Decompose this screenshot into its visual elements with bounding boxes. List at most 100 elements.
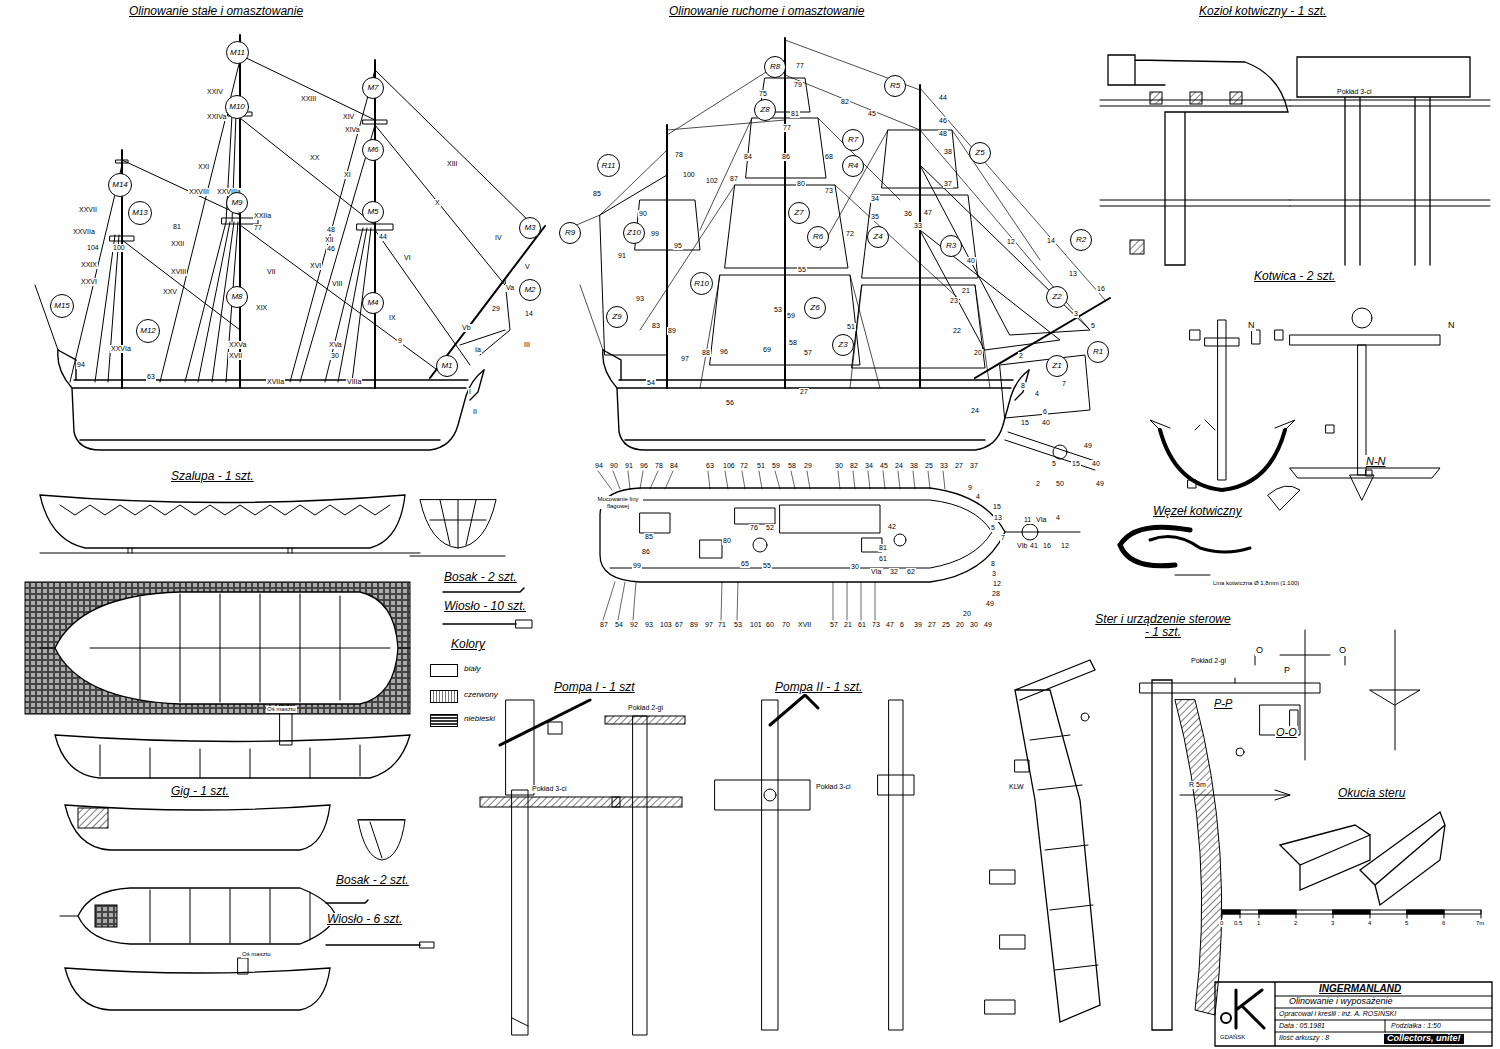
callout-label: 94 bbox=[594, 462, 604, 470]
callout-label: 82 bbox=[849, 462, 859, 470]
callout-label: XXVIII bbox=[188, 188, 210, 196]
section-heading: Gig - 1 szt. bbox=[170, 785, 230, 798]
section-heading: Bosak - 2 szt. bbox=[335, 874, 410, 887]
callout-label: 25 bbox=[924, 462, 934, 470]
callout-label: 97 bbox=[680, 355, 690, 363]
callout-circle: M4 bbox=[362, 292, 384, 314]
callout-label: Pokład 3-ci bbox=[531, 785, 568, 793]
callout-circle: M2 bbox=[519, 279, 541, 301]
callout-label: 0.5 bbox=[1233, 920, 1243, 927]
callout-label: VIIIa bbox=[346, 378, 362, 386]
callout-label: 40 bbox=[1041, 419, 1051, 427]
callout-label: Mocowanie liny flagowej bbox=[593, 496, 643, 509]
callout-label: 57 bbox=[829, 621, 839, 629]
callout-label: 46 bbox=[938, 117, 948, 125]
callout-label: 48 bbox=[326, 226, 336, 234]
callout-label: XXVIIa bbox=[72, 228, 96, 236]
callout-label: 99 bbox=[632, 562, 642, 570]
callout-circle: M11 bbox=[226, 41, 249, 64]
callout-label: 4 bbox=[1367, 920, 1372, 927]
callout-label: VIa bbox=[1035, 516, 1048, 524]
section-heading: Wiosło - 10 szt. bbox=[443, 600, 527, 613]
callout-label: 86 bbox=[641, 548, 651, 556]
callout-label: 15 bbox=[1071, 460, 1081, 468]
callout-label: XIX bbox=[255, 304, 268, 312]
callout-label: 81 bbox=[878, 544, 888, 552]
callout-number: R8 bbox=[770, 63, 780, 71]
callout-label: 54 bbox=[614, 621, 624, 629]
callout-label: 83 bbox=[651, 322, 661, 330]
callout-label: 24 bbox=[894, 462, 904, 470]
callout-number: M8 bbox=[231, 293, 242, 301]
callout-circle: Z8 bbox=[754, 99, 776, 121]
callout-label: VII bbox=[266, 268, 277, 276]
callout-label: 77 bbox=[253, 224, 263, 232]
callout-label: 70 bbox=[781, 621, 791, 629]
callout-label: 90 bbox=[638, 210, 648, 218]
callout-label: XXV bbox=[162, 288, 178, 296]
section-heading: P-P bbox=[1213, 697, 1233, 709]
title-block-text: Olinowanie i wyposażenie bbox=[1288, 997, 1394, 1007]
callout-number: Z9 bbox=[612, 313, 621, 321]
sheet-title: INGERMANLAND bbox=[1318, 983, 1402, 994]
callout-label: 11 bbox=[1023, 516, 1032, 524]
callout-label: Pokład 3-ci bbox=[1336, 88, 1373, 96]
callout-label: R 5m bbox=[1188, 781, 1207, 789]
callout-number: M2 bbox=[524, 286, 535, 294]
callout-label: 42 bbox=[887, 523, 897, 531]
callout-label: XXVI bbox=[80, 278, 98, 286]
callout-label: 8 bbox=[990, 560, 996, 568]
callout-circle: R11 bbox=[597, 154, 620, 177]
illustration bbox=[25, 35, 1492, 1046]
callout-label: 84 bbox=[743, 153, 753, 161]
callout-label: 5 bbox=[990, 524, 996, 532]
section-heading: Bosak - 2 szt. bbox=[443, 571, 518, 584]
section-heading: Pompa I - 1 szt bbox=[553, 681, 636, 694]
section-heading: Olinowanie ruchome i omasztowanie bbox=[668, 5, 865, 18]
callout-label: 72 bbox=[739, 462, 749, 470]
callout-label: 6 bbox=[899, 621, 905, 629]
callout-label: XVa bbox=[328, 341, 343, 349]
callout-circle: Z6 bbox=[804, 297, 826, 319]
callout-circle: M5 bbox=[362, 201, 384, 223]
callout-number: M14 bbox=[112, 181, 128, 189]
callout-circle: M15 bbox=[50, 294, 74, 318]
callout-number: M5 bbox=[367, 208, 378, 216]
callout-label: 35 bbox=[870, 213, 880, 221]
callout-label: 55 bbox=[762, 562, 772, 570]
callout-label: 3 bbox=[1073, 310, 1079, 318]
callout-number: M4 bbox=[367, 299, 378, 307]
callout-label: 37 bbox=[969, 462, 979, 470]
callout-circle: M10 bbox=[225, 95, 249, 119]
section-heading: Szalupa - 1 szt. bbox=[170, 470, 255, 483]
callout-circle: R1 bbox=[1087, 341, 1109, 363]
callout-label: 44 bbox=[378, 233, 388, 241]
callout-label: XXIIa bbox=[253, 212, 272, 220]
callout-label: 29 bbox=[491, 305, 501, 313]
callout-label: 27 bbox=[799, 388, 809, 396]
callout-number: R7 bbox=[848, 136, 858, 144]
callout-label: 20 bbox=[973, 349, 983, 357]
callout-label: 58 bbox=[787, 462, 797, 470]
callout-label: 67 bbox=[674, 621, 684, 629]
callout-label: 51 bbox=[846, 323, 856, 331]
callout-label: 100 bbox=[112, 244, 126, 252]
callout-label: 5 bbox=[1404, 920, 1409, 927]
legend-swatch bbox=[430, 714, 458, 727]
callout-label: Oś masztu bbox=[266, 706, 297, 713]
callout-label: 78 bbox=[654, 462, 664, 470]
callout-label: VIII bbox=[331, 280, 344, 288]
callout-number: Z8 bbox=[760, 106, 769, 114]
callout-label: XXIII bbox=[300, 95, 317, 103]
callout-number: R4 bbox=[848, 162, 858, 170]
callout-label: 8 bbox=[1020, 382, 1026, 390]
callout-label: 59 bbox=[771, 462, 781, 470]
callout-label: XIII bbox=[446, 160, 459, 168]
callout-number: R6 bbox=[813, 233, 823, 241]
section-heading: N-N bbox=[1365, 455, 1387, 467]
callout-label: IV bbox=[494, 234, 503, 242]
callout-label: XVIIa bbox=[266, 378, 285, 386]
callout-label: 49 bbox=[985, 600, 995, 608]
callout-circle: M12 bbox=[136, 319, 160, 343]
callout-label: 34 bbox=[870, 195, 880, 203]
